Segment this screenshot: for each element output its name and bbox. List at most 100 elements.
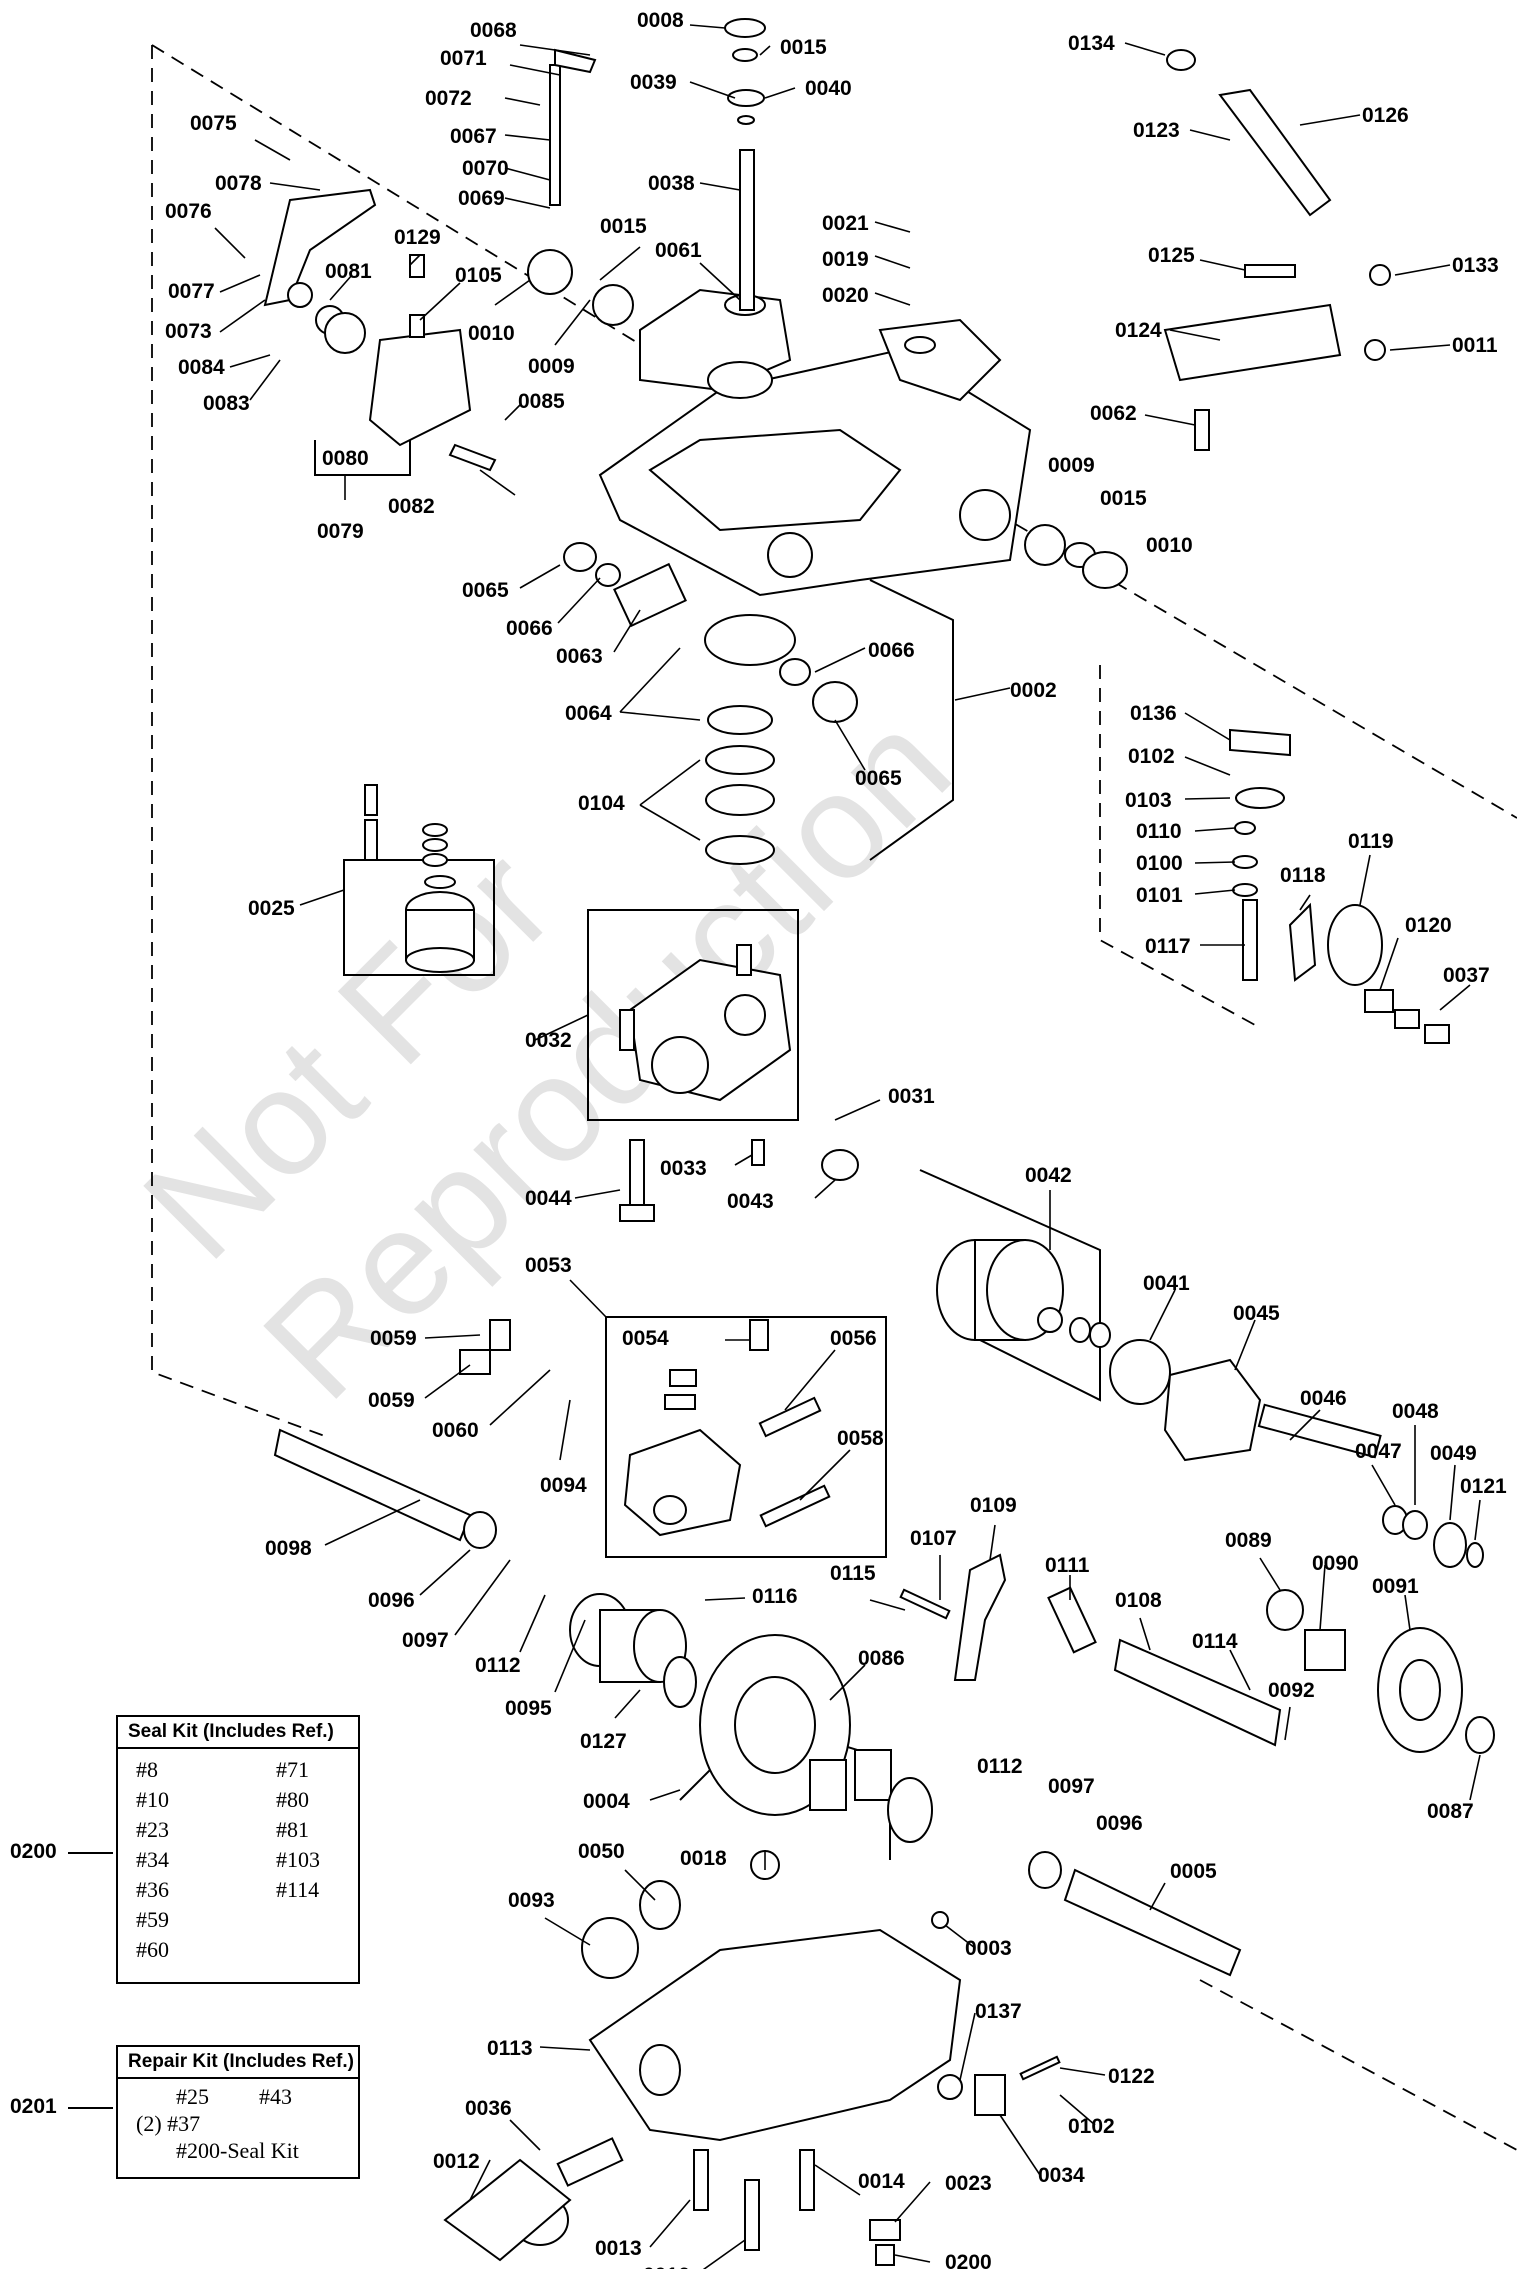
callout-0014: 0016 xyxy=(643,2264,690,2269)
callout-0115: 0107 xyxy=(910,1527,957,1550)
callout-0010-right: 0010 xyxy=(1146,534,1193,557)
bottom-fasteners xyxy=(693,2149,901,2266)
callout-0105: 0105 xyxy=(455,264,502,287)
callout-0082: 0082 xyxy=(388,495,435,518)
callout-0009-upper: 0009 xyxy=(528,355,575,378)
callout-0020: 0020 xyxy=(822,284,869,307)
callout-0018: 0093 xyxy=(508,1889,555,1912)
seal-kit-item: #8 xyxy=(136,1757,158,1782)
callout-0101: 0117 xyxy=(1145,935,1191,958)
callout-0012: 0013 xyxy=(595,2237,642,2260)
callout-0136-upper: 0102 xyxy=(1128,745,1175,768)
box-0079 xyxy=(314,440,411,476)
callout-0059: 0060 xyxy=(432,1419,479,1442)
control-arm-group xyxy=(263,48,634,472)
callout-0032: 0031 xyxy=(888,1085,935,1108)
callout-0100: 0101 xyxy=(1136,884,1183,907)
callout-0126-upper: 0126 xyxy=(1362,104,1409,127)
seal-kit-item xyxy=(276,1935,376,1965)
callout-0098-right: 0096 xyxy=(1096,1812,1143,1835)
callout-0064: 0104 xyxy=(578,792,625,815)
callout-0121: 0053 xyxy=(525,1254,572,1277)
callout-0003: 0113 xyxy=(487,2037,533,2060)
callout-0011: 0062 xyxy=(1090,402,1137,425)
callout-0094: 0098 xyxy=(265,1537,312,1560)
callout-0045: 0046 xyxy=(1300,1387,1347,1410)
callout-0083: 0083 xyxy=(203,392,250,415)
callout-0061: 0061 xyxy=(655,239,702,262)
callout-0025: 0032 xyxy=(525,1029,572,1052)
callout-0090: 0091 xyxy=(1372,1575,1419,1598)
box-0037 xyxy=(343,859,495,976)
callout-0103: 0110 xyxy=(1136,820,1182,843)
charge-pump-group xyxy=(459,1319,831,1537)
callout-0091: 0087 xyxy=(1427,1800,1474,1823)
callout-0023: 0200 xyxy=(945,2251,992,2269)
callout-0120: 0037 xyxy=(1443,964,1490,987)
callout-0054: 0056 xyxy=(830,1327,877,1350)
callout-0108: 0114 xyxy=(1192,1630,1238,1653)
callout-0078: 0078 xyxy=(215,172,262,195)
repair-kit-box: Repair Kit (Includes Ref.) #25 #43 (2) #3… xyxy=(116,2045,360,2179)
callout-0112: 0095 xyxy=(505,1697,552,1720)
repair-kit-item: #25 xyxy=(176,2084,209,2109)
motor-group xyxy=(936,1239,1484,1568)
callout-0046: 0048 xyxy=(1392,1400,1439,1423)
callout-0079: 0079 xyxy=(317,520,364,543)
callout-0110: 0100 xyxy=(1136,852,1183,875)
callout-0129: 0129 xyxy=(394,226,441,249)
callout-0119: 0120 xyxy=(1405,914,1452,937)
callout-0125: 0125 xyxy=(1148,244,1195,267)
callout-0060: 0094 xyxy=(540,1474,587,1497)
callout-0015: 0015 xyxy=(780,36,827,59)
input-shaft-group xyxy=(724,18,766,311)
callout-0109: 0111 xyxy=(1045,1554,1090,1577)
seal-kit-item: #81 xyxy=(276,1817,309,1842)
dashed-outline-brake xyxy=(1099,665,1256,1026)
callout-0084: 0084 xyxy=(178,356,225,379)
callout-0036: 0012 xyxy=(433,2150,480,2173)
seal-kit-leader xyxy=(68,1852,113,1854)
callout-0098-left: 0096 xyxy=(368,1589,415,1612)
callout-0067: 0067 xyxy=(450,125,497,148)
repair-kit-line-1: #25 #43 xyxy=(136,2083,340,2110)
callout-0086: 0004 xyxy=(583,1790,630,1813)
callout-0114: 0092 xyxy=(1268,1679,1315,1702)
differential-group xyxy=(569,1593,933,1843)
callout-0002: 0002 xyxy=(1010,679,1057,702)
callout-0104: 0136 xyxy=(1130,702,1177,725)
callout-0043: 0042 xyxy=(1025,1164,1072,1187)
seal-kit-item: #59 xyxy=(136,1907,169,1932)
callout-0004: 0050 xyxy=(578,1840,625,1863)
repair-kit-line-2: (2) #37 xyxy=(136,2111,201,2136)
callout-0065-upper: 0066 xyxy=(506,617,553,640)
callout-0126-lower: 0011 xyxy=(1452,334,1498,357)
brake-group xyxy=(1229,728,1450,1044)
callout-0058-lower: 0059 xyxy=(368,1389,415,1412)
callout-0047: 0049 xyxy=(1430,1442,1477,1465)
seal-kit-item: #71 xyxy=(276,1757,309,1782)
box-0002 xyxy=(869,579,954,861)
callout-0102: 0103 xyxy=(1125,789,1172,812)
callout-0116: 0115 xyxy=(830,1562,876,1585)
repair-kit-item: #43 xyxy=(259,2084,292,2109)
repair-kit-title: Repair Kit (Includes Ref.) xyxy=(118,2047,358,2079)
repair-kit-list: #25#43 (2) #37 #200-Seal Kit xyxy=(118,2079,358,2170)
shock-absorber-group xyxy=(1163,49,1391,451)
gear-train-group xyxy=(899,1553,1495,1754)
callout-0056: 0058 xyxy=(837,1427,884,1450)
callout-0127: 0116 xyxy=(752,1585,798,1608)
callout-0137: 0122 xyxy=(1108,2065,1155,2088)
callout-0009-right: 0009 xyxy=(1048,454,1095,477)
callout-0097-left: 0112 xyxy=(475,1654,521,1677)
dashed-outline-lower xyxy=(1199,1979,1517,2151)
callout-0038: 0038 xyxy=(648,172,695,195)
callout-0015-right: 0015 xyxy=(1100,487,1147,510)
callout-0021: 0021 xyxy=(822,212,869,235)
callout-0081: 0081 xyxy=(325,260,372,283)
callout-0058-upper: 0059 xyxy=(370,1327,417,1350)
lower-housing xyxy=(443,1850,1061,2262)
callout-0076: 0076 xyxy=(165,200,212,223)
callout-0049: 0121 xyxy=(1460,1475,1507,1498)
